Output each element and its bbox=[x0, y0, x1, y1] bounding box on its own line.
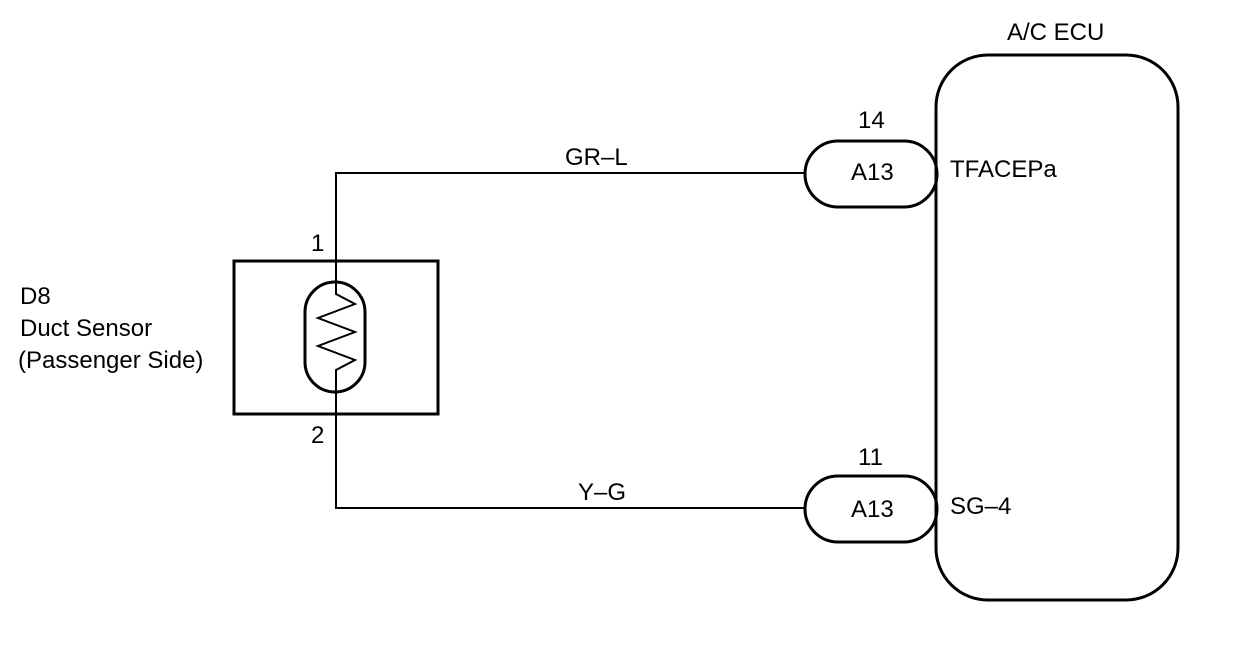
connector-a13-top-pin: 14 bbox=[858, 107, 885, 134]
connector-a13-top-label: A13 bbox=[851, 159, 894, 186]
sensor-pin-1: 1 bbox=[311, 230, 324, 257]
sensor-pin-2: 2 bbox=[311, 422, 324, 449]
wire-y-g bbox=[335, 396, 805, 509]
terminal-tfacepa: TFACEPa bbox=[950, 156, 1057, 183]
wire-gr-l bbox=[335, 172, 805, 258]
wire-gr-l-label: GR–L bbox=[565, 144, 628, 171]
sensor-code: D8 bbox=[20, 283, 51, 310]
thermistor-resistor-symbol bbox=[315, 258, 358, 396]
wire-y-g-label: Y–G bbox=[578, 479, 626, 506]
ecu-block bbox=[934, 53, 1180, 602]
connector-a13-bottom-pin: 11 bbox=[858, 444, 883, 471]
connector-a13-bottom bbox=[803, 474, 939, 544]
terminal-sg-4: SG–4 bbox=[950, 493, 1011, 520]
sensor-name: Duct Sensor bbox=[20, 315, 152, 342]
sensor-side: (Passenger Side) bbox=[18, 347, 203, 374]
connector-a13-bottom-label: A13 bbox=[851, 496, 894, 523]
ecu-title: A/C ECU bbox=[1007, 19, 1104, 46]
connector-a13-top bbox=[803, 139, 939, 209]
